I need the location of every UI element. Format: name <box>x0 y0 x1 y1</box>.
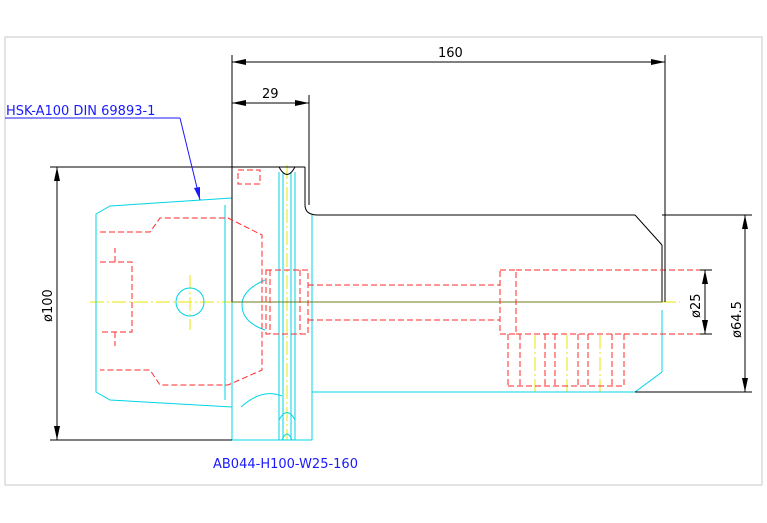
dim-flange-diameter-text: ø100 <box>41 289 56 322</box>
dimension-body-diameter <box>635 214 752 393</box>
dimension-overall-length <box>231 55 666 302</box>
section-outline <box>231 166 663 302</box>
dim-overall-length-text: 160 <box>438 46 463 61</box>
dimension-flange-length <box>232 95 310 205</box>
part-number-label: AB044-H100-W25-160 <box>213 457 358 472</box>
dim-body-diameter-text: ø64.5 <box>730 301 745 338</box>
dimension-bore-diameter <box>700 269 712 335</box>
tool-holder-outline <box>95 172 663 441</box>
dim-flange-length-text: 29 <box>262 87 279 102</box>
standard-label: HSK-A100 DIN 69893-1 <box>6 104 155 119</box>
dimension-flange-diameter <box>50 166 232 441</box>
standard-leader <box>5 117 201 201</box>
hidden-lines <box>100 169 700 387</box>
dim-bore-diameter-text: ø25 <box>689 294 704 319</box>
drawing-frame <box>4 36 763 486</box>
